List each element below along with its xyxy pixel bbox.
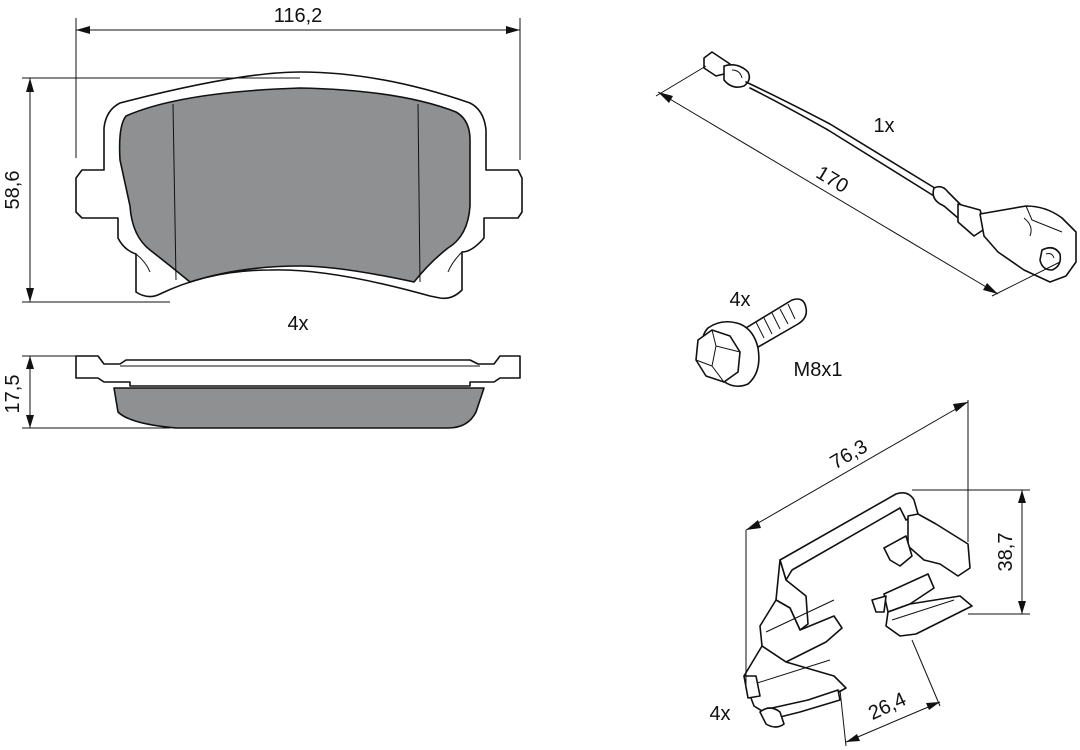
pad-side-friction-lining [113, 387, 485, 429]
clip-height-label: 38,7 [995, 533, 1017, 572]
sensor-length-dimension: 170 [655, 65, 1061, 297]
pad-thickness-label: 17,5 [2, 375, 24, 414]
sensor-quantity-label: 1x [873, 115, 894, 137]
sensor-connector [979, 205, 1077, 283]
clip-width-label: 26,4 [865, 688, 910, 724]
pad-groove-left [172, 103, 177, 281]
bolt-drawing [695, 298, 808, 388]
brake-pad-side-view [75, 355, 521, 429]
pad-quantity-label: 4x [287, 313, 308, 335]
clip-quantity-label: 4x [709, 703, 730, 725]
spring-clip-drawing [743, 492, 973, 728]
clip-length-label: 76,3 [827, 436, 872, 475]
clip-right-leg [883, 535, 913, 567]
pad-height-label: 58,6 [2, 171, 24, 210]
clip-width-dimension: 26,4 [839, 639, 941, 747]
sensor-length-label: 170 [812, 162, 852, 198]
wear-sensor-drawing [703, 51, 1077, 283]
bolt-thread-label: M8x1 [794, 359, 843, 381]
pad-side-backing-plate [75, 355, 521, 387]
bolt-hex-head [695, 329, 741, 383]
pad-width-dimension: 116,2 [75, 5, 521, 160]
bolt-quantity-label: 4x [729, 289, 750, 311]
pad-width-label: 116,2 [274, 5, 323, 27]
sensor-cable [745, 81, 939, 191]
pad-friction-lining [118, 87, 471, 283]
clip-height-dimension: 38,7 [912, 489, 1030, 615]
clip-top-bar [779, 492, 919, 581]
brake-pad-front-view [75, 71, 523, 300]
pad-tab-notch-left [135, 253, 151, 273]
pad-tab-notch-right [447, 251, 463, 273]
pad-height-dimension: 58,6 [2, 77, 300, 303]
pad-thickness-dimension: 17,5 [2, 355, 170, 429]
pad-groove-right [417, 103, 421, 283]
